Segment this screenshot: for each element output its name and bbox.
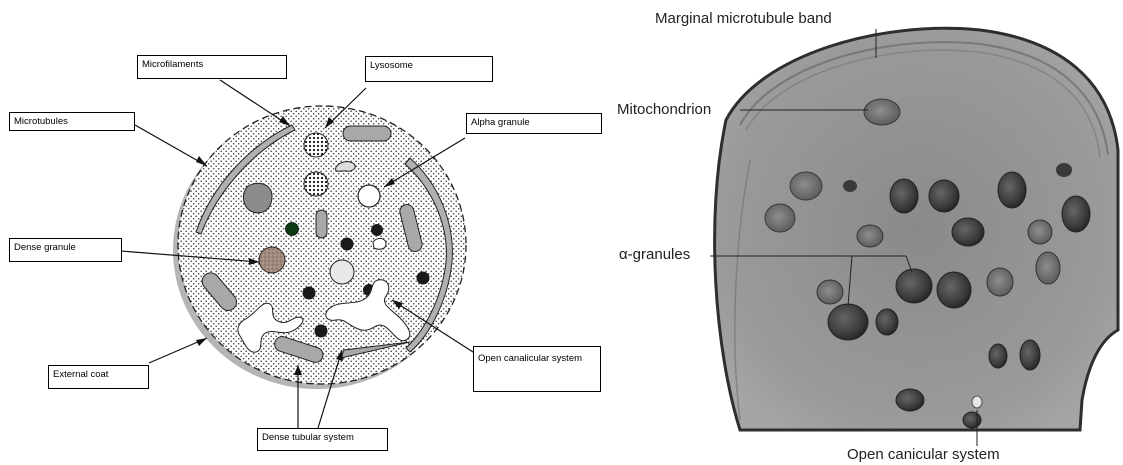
label-microtubules: Microtubules [9,112,135,131]
label-lysosome: Lysosome [365,56,493,82]
small-vesicle [373,238,386,249]
dark-granule-green [286,223,299,236]
label-alpha-granule: Alpha granule [466,113,602,134]
dark-granule [371,224,383,236]
label-microfilaments: Microfilaments [137,55,287,79]
dark-granule [341,238,354,251]
alpha-granule [358,185,380,207]
glycogen-blob [243,183,272,213]
canicular-opening [972,396,982,408]
label-open-canicular-system: Open canicular system [847,446,1000,463]
lysosome [304,133,328,157]
label-dense-tubular-system: Dense tubular system [257,428,388,451]
label-mitochondrion: Mitochondrion [617,101,711,118]
label-marginal-microtubule-band: Marginal microtubule band [655,10,832,27]
label-open-canalicular-system: Open canalicular system [473,346,601,392]
dense-granule [259,247,285,273]
alpha-granule-light [330,260,354,284]
mitochondrion [864,99,900,125]
lysosome [304,172,328,196]
label-alpha-granules: α-granules [619,246,690,263]
dark-granule [303,287,316,300]
dark-granule [417,272,430,285]
micrograph [710,28,1118,446]
label-external-coat: External coat [48,365,149,389]
organelle-rod [316,210,327,238]
label-dense-granule: Dense granule [9,238,122,262]
dark-granule [315,325,328,338]
organelle-rod [343,126,391,141]
